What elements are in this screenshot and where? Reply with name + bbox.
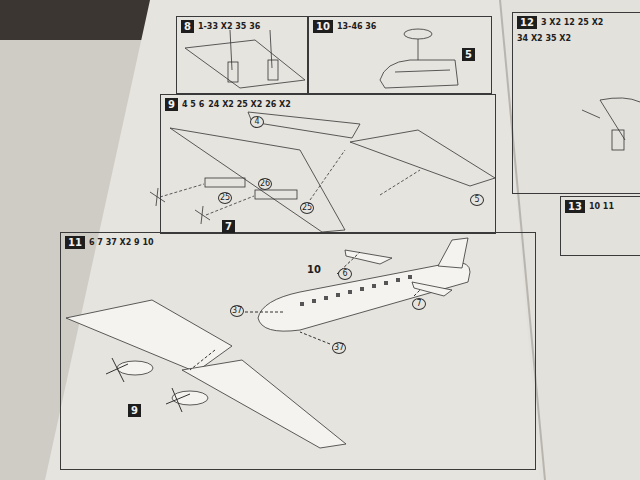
callout-number: 10 [306,265,322,275]
step-header: 8 1-33 X2 35 36 [177,17,307,36]
parts-list: 4 5 6 [182,99,204,110]
step-number: 10 [313,20,333,33]
step-number: 13 [565,200,585,213]
callout-number: 9 [128,404,141,417]
step-header: 12 3 X2 12 25 X2 34 X2 35 X2 [513,13,640,47]
callout-number: 7 [222,220,235,233]
parts-list: 3 X2 12 25 X2 [541,17,603,28]
step-number: 11 [65,236,85,249]
step-panel: 13 10 11 [560,196,640,256]
step-panel: 9 4 5 6 24 X2 25 X2 26 X2 [160,94,496,234]
step-panel: 11 6 7 37 X2 9 10 [60,232,536,470]
callout-number: 6 [338,268,352,280]
parts-list: 1-33 X2 35 36 [198,21,260,32]
parts-list: 24 X2 25 X2 26 X2 [208,99,291,110]
step-number: 12 [517,16,537,29]
callout-number: 7 [412,298,426,310]
callout-number: 5 [462,48,475,61]
parts-list: 6 7 37 X2 9 10 [89,237,154,248]
step-panel: 12 3 X2 12 25 X2 34 X2 35 X2 [512,12,640,194]
step-header: 10 13-46 36 [309,17,490,36]
step-header: 13 10 11 [561,197,640,216]
parts-list: 10 11 [589,201,614,212]
step-panel: 8 1-33 X2 35 36 [176,16,308,94]
parts-list: 13-46 36 [337,21,377,32]
step-number: 9 [165,98,178,111]
callout-number: 5 [470,194,484,206]
callout-number: 4 [250,116,264,128]
step-header: 9 4 5 6 24 X2 25 X2 26 X2 [161,95,486,114]
step-number: 8 [181,20,194,33]
parts-list: 34 X2 35 X2 [517,33,571,44]
step-header: 11 6 7 37 X2 9 10 [61,233,519,252]
